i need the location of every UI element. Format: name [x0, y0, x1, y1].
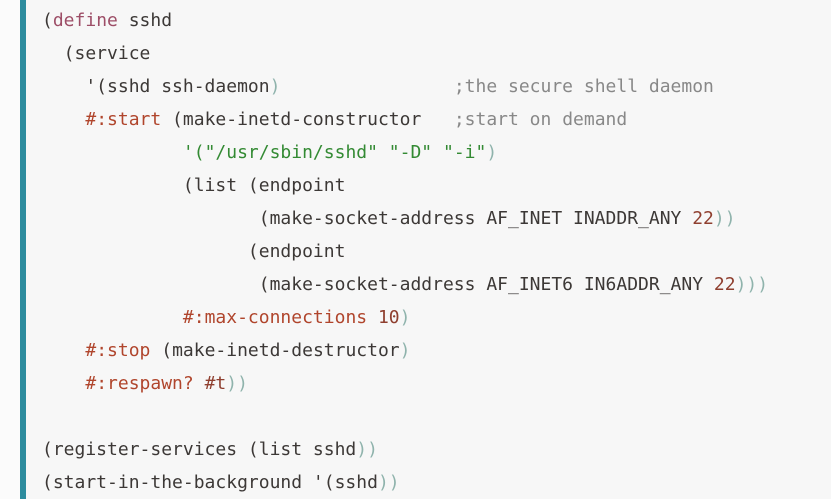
code-token-plain: sshd	[117, 10, 173, 31]
code-token-plain	[42, 307, 183, 328]
code-token-close_paren: )	[399, 340, 411, 361]
code-token-comment: ;the secure shell daemon	[453, 76, 714, 97]
code-content: (define sshd (service '(sshd ssh-daemon)…	[42, 4, 831, 499]
code-token-plain: (make-socket-address AF_INET INADDR_ANY	[42, 208, 693, 229]
code-token-sharp_keyword: #:max-connections	[182, 307, 368, 328]
code-token-close_paren: )	[399, 307, 411, 328]
code-token-plain	[42, 109, 85, 130]
code-token-close_paren: ))	[226, 373, 248, 394]
code-token-plain: (make-inetd-constructor	[161, 109, 422, 130]
code-token-plain: (list (endpoint	[42, 175, 346, 196]
code-line: (register-services (list sshd))	[42, 433, 831, 466]
code-token-plain	[421, 109, 454, 130]
code-line: #:start (make-inetd-constructor ;start o…	[42, 103, 831, 136]
code-token-plain: '(sshd ssh-daemon	[42, 76, 270, 97]
code-token-constant: 10	[377, 307, 400, 328]
code-line: #:max-connections 10)	[42, 301, 831, 334]
code-token-keyword: define	[52, 10, 118, 31]
code-token-plain	[42, 142, 183, 163]
code-token-plain: (service	[42, 43, 151, 64]
code-line: (make-socket-address AF_INET6 IN6ADDR_AN…	[42, 268, 831, 301]
code-token-plain	[280, 76, 453, 97]
code-token-plain	[42, 340, 85, 361]
code-token-plain	[194, 373, 205, 394]
code-token-close_paren: )))	[735, 274, 769, 295]
code-token-plain	[367, 307, 378, 328]
code-token-comment: ;start on demand	[453, 109, 628, 130]
code-token-close_paren: ))	[713, 208, 736, 229]
code-line: '(sshd ssh-daemon) ;the secure shell dae…	[42, 70, 831, 103]
code-line: (list (endpoint	[42, 169, 831, 202]
code-line	[42, 400, 831, 433]
code-line: #:respawn? #t))	[42, 367, 831, 400]
code-line: '("/usr/sbin/sshd" "-D" "-i")	[42, 136, 831, 169]
code-line: (service	[42, 37, 831, 70]
code-token-string: '("/usr/sbin/sshd" "-D" "-i"	[182, 142, 487, 163]
code-token-plain: (	[42, 10, 53, 31]
code-token-plain: (start-in-the-background '(sshd	[42, 472, 378, 493]
code-token-plain: (make-inetd-destructor	[150, 340, 400, 361]
code-line: (define sshd	[42, 4, 831, 37]
code-line: #:stop (make-inetd-destructor)	[42, 334, 831, 367]
code-token-close_paren: )	[486, 142, 498, 163]
code-token-plain	[42, 373, 85, 394]
code-token-sharp_keyword: #:stop	[85, 340, 151, 361]
scheme-code-block: (define sshd (service '(sshd ssh-daemon)…	[20, 0, 831, 499]
code-token-close_paren: ))	[356, 439, 378, 460]
code-token-sharp_keyword: #:respawn?	[85, 373, 194, 394]
code-token-constant: 22	[713, 274, 736, 295]
code-token-close_paren: ))	[377, 472, 400, 493]
code-line: (make-socket-address AF_INET INADDR_ANY …	[42, 202, 831, 235]
code-line: (endpoint	[42, 235, 831, 268]
code-token-plain: (endpoint	[42, 241, 346, 262]
code-token-plain: (register-services (list sshd	[42, 439, 357, 460]
code-line: (start-in-the-background '(sshd))	[42, 466, 831, 499]
code-token-constant: #t	[204, 373, 227, 394]
code-token-sharp_keyword: #:start	[85, 109, 162, 130]
code-token-constant: 22	[692, 208, 714, 229]
code-token-plain: (make-socket-address AF_INET6 IN6ADDR_AN…	[42, 274, 714, 295]
code-token-close_paren: )	[269, 76, 281, 97]
